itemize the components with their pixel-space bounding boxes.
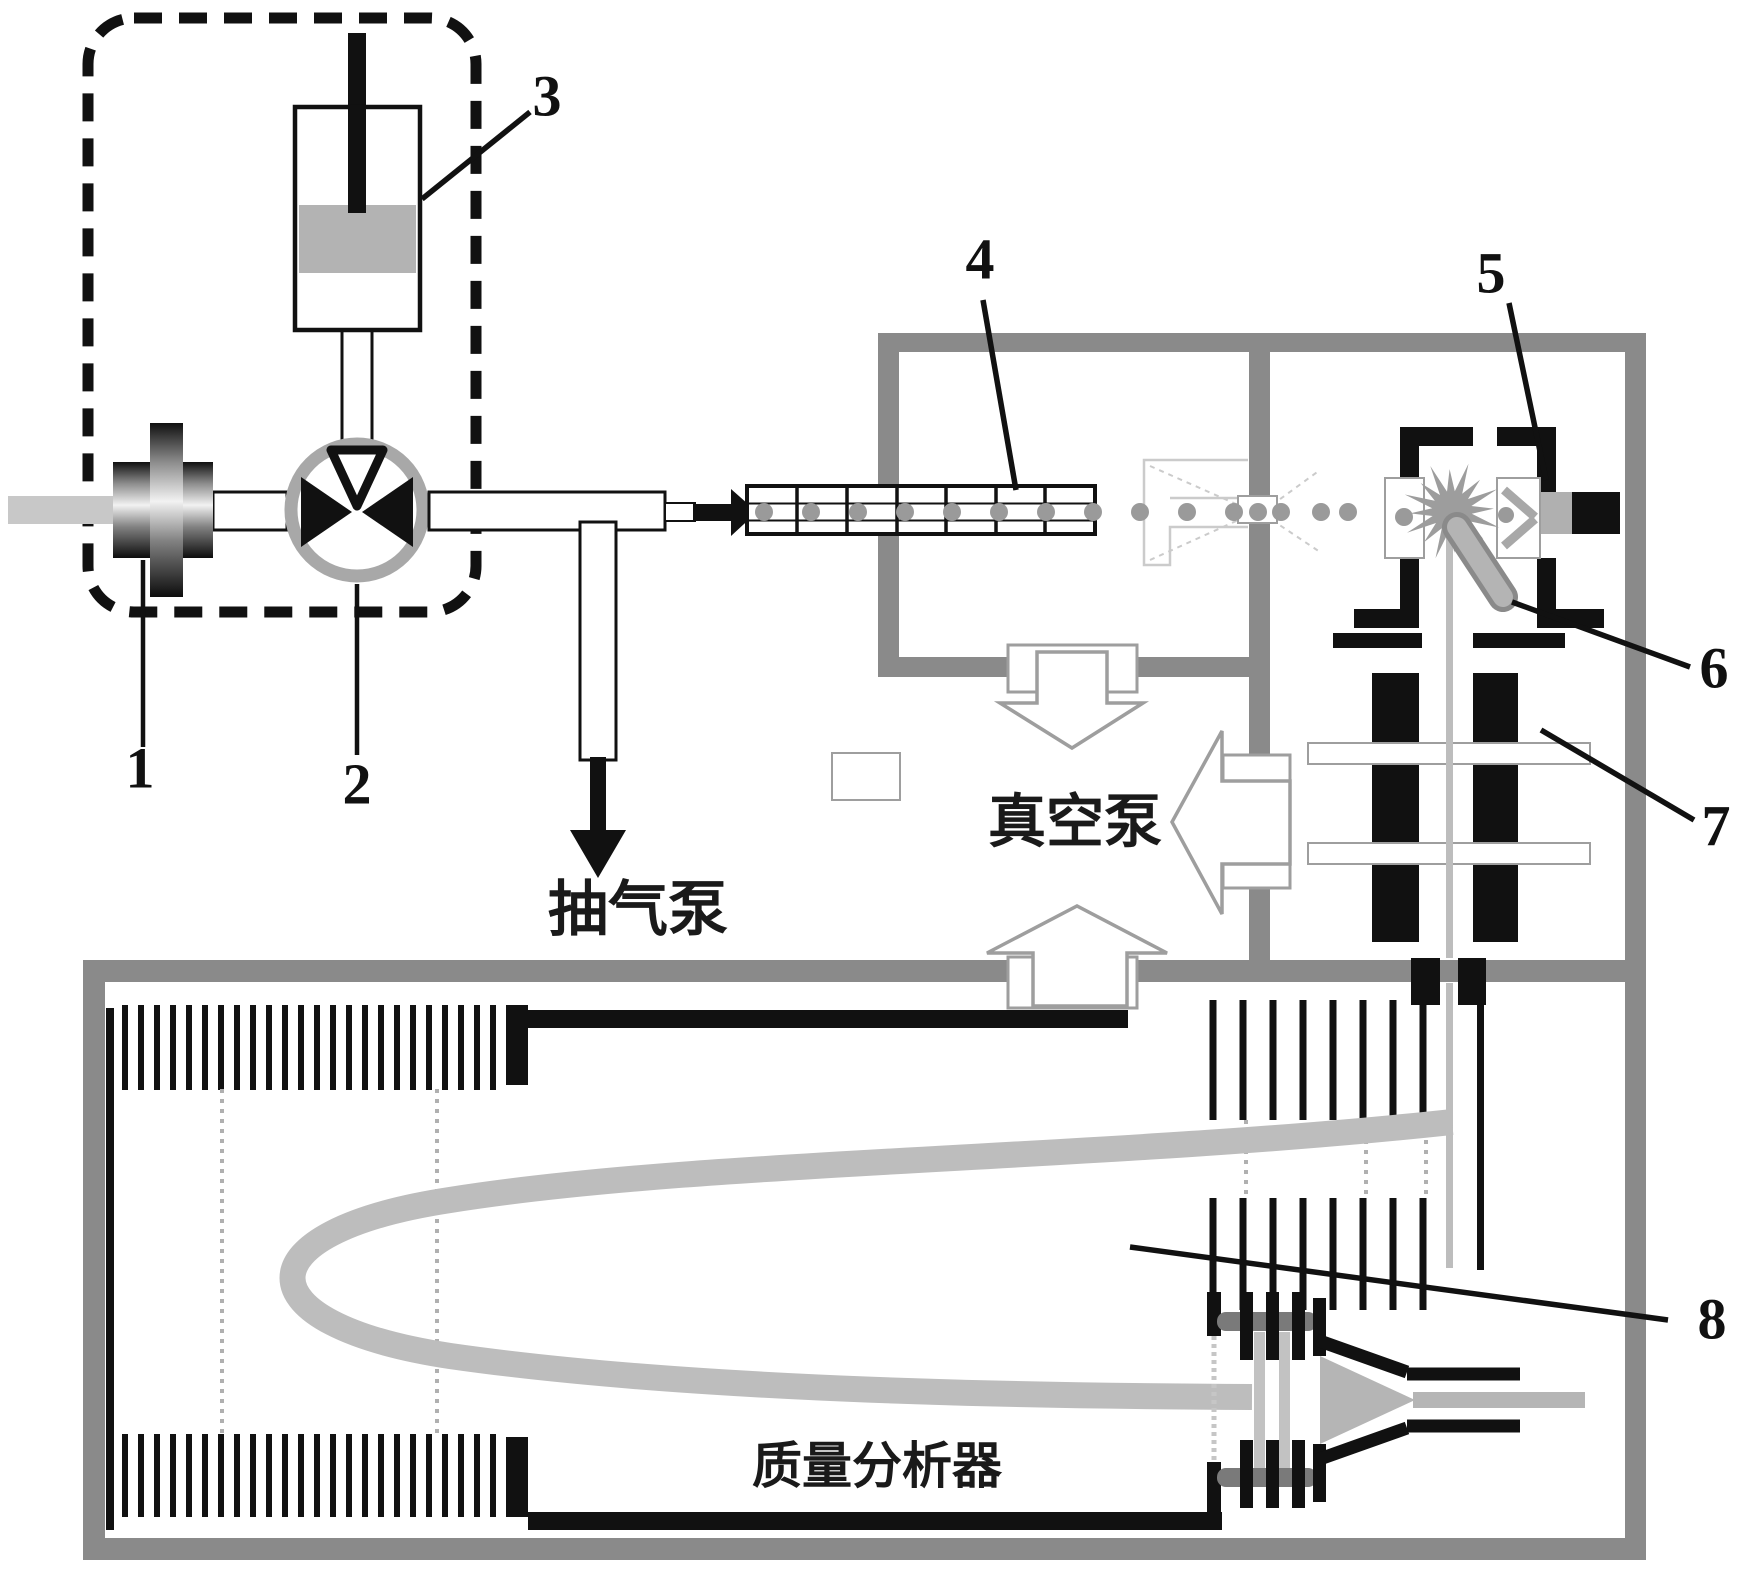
dashed-enclosure [82, 12, 482, 618]
syringe-pump [292, 33, 423, 333]
laser-ablation-site [1404, 463, 1518, 612]
label-1: 1 [126, 735, 155, 800]
detector-cone [1320, 1356, 1415, 1444]
flow-arrow-head [731, 489, 757, 536]
reflectron-left-bottom-comb [122, 1434, 496, 1517]
pusher-electrode [1477, 988, 1484, 1270]
spark-starburst [1404, 463, 1500, 559]
detector-horn [1314, 1333, 1520, 1467]
connector-tube [211, 490, 289, 532]
ion-beam-path [279, 536, 1454, 1410]
label-6: 6 [1700, 635, 1729, 700]
syringe-needle [340, 328, 374, 444]
reflectron-left-back-plate [106, 1008, 114, 1530]
mass-analyzer-text: 质量分析器 [752, 1438, 1003, 1494]
inlet-tube [8, 496, 118, 524]
detector-anode [1413, 1392, 1585, 1408]
entrance-aperture [1384, 477, 1425, 559]
sample-holder-black [1572, 492, 1620, 534]
suction-arrow-head [570, 830, 626, 878]
rotor-connector [113, 423, 213, 597]
u-turn-trajectory [279, 1109, 1454, 1410]
tee-drop-tube [578, 520, 618, 762]
drift-top-plate [528, 1010, 1128, 1028]
suction-pump-text: 抽气泵 [548, 876, 728, 943]
label-8: 8 [1698, 1286, 1727, 1351]
label-7: 7 [1702, 793, 1731, 858]
reflectron-left-top-comb [122, 1005, 496, 1090]
drift-bottom-plate [528, 1512, 1222, 1530]
label-4: 4 [966, 226, 995, 291]
vacuum-pump-text: 真空泵 [988, 789, 1162, 854]
label-3: 3 [533, 63, 562, 128]
detector-assembly [1207, 1292, 1585, 1518]
gauge-box [831, 752, 901, 801]
ion-beam-dots [755, 503, 1357, 521]
pump-arrow-left [1170, 730, 1292, 915]
three-way-valve [284, 437, 430, 583]
flow-arrow-shaft [693, 504, 731, 521]
transfer-line [427, 489, 757, 878]
vacuum-ports [831, 495, 1292, 1010]
label-5: 5 [1477, 240, 1506, 305]
label-2: 2 [343, 751, 372, 816]
leader-lines [140, 109, 1696, 1323]
pump-arrow-down [993, 650, 1150, 751]
deflector-plates [1333, 633, 1565, 648]
sample-injection-module [8, 12, 482, 618]
ion-funnel [1142, 458, 1321, 567]
syringe-piston [299, 205, 416, 273]
text-labels: 1 2 3 4 5 6 7 8 抽气泵 真空泵 质量分析器 [126, 63, 1731, 1494]
extraction-grid-top [1209, 1000, 1427, 1120]
sample-cone-chevron [1501, 486, 1538, 550]
extraction-grid-bottom [1209, 1198, 1427, 1310]
suction-arrow-shaft [590, 757, 606, 833]
pump-arrow-up [986, 904, 1168, 1008]
